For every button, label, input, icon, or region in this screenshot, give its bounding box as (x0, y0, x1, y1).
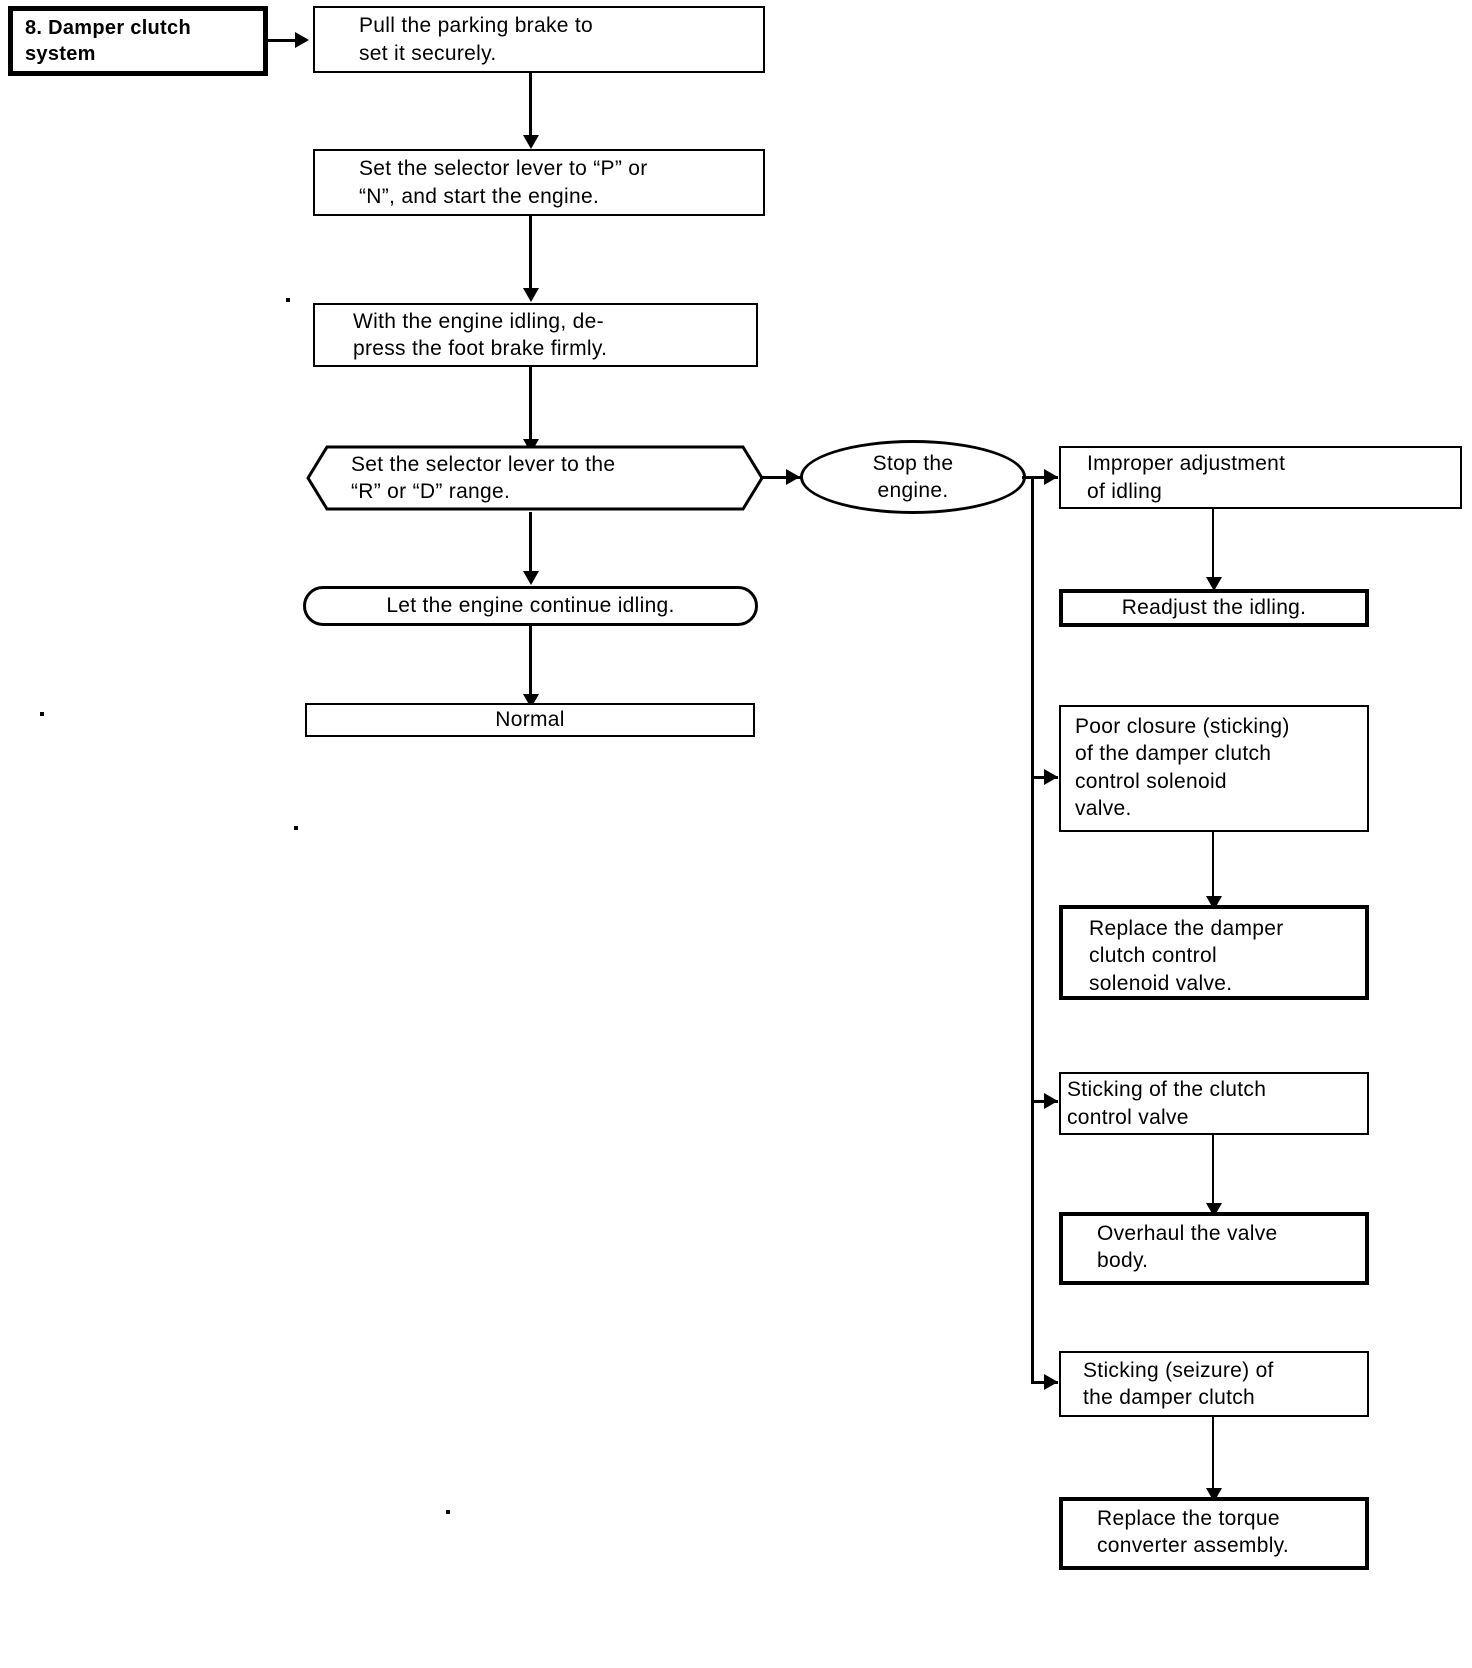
connector-cause3-to-remedy3 (1212, 1135, 1214, 1207)
connector-cause4-to-remedy4 (1212, 1417, 1214, 1492)
title-box-label: 8. Damper clutch system (25, 17, 191, 65)
arrowhead-cause1-to-remedy1 (1206, 577, 1222, 591)
scan-speck (286, 298, 290, 302)
step-selector-rd-hexagon: Set the selector lever to the “R” or “D”… (305, 444, 765, 512)
scan-speck (294, 826, 298, 830)
result-normal-box: Normal (305, 703, 755, 737)
step-pull-brake-label: Pull the parking brake to set it securel… (359, 14, 593, 65)
connector-step4-to-step5 (529, 512, 532, 575)
cause-improper-idle-label: Improper adjustment of idling (1087, 452, 1286, 503)
remedy-overhaul-valve-body-label: Overhaul the valve body. (1097, 1222, 1278, 1273)
step-selector-pn-label: Set the selector lever to “P” or “N”, an… (359, 157, 648, 208)
step-foot-brake-box: With the engine idling, de- press the fo… (313, 303, 758, 367)
step-selector-pn-box: Set the selector lever to “P” or “N”, an… (313, 149, 765, 216)
scan-speck (40, 712, 44, 716)
connector-step2-to-step3 (529, 216, 532, 292)
branch-bus-vertical (1031, 476, 1034, 1384)
remedy-overhaul-valve-body-box: Overhaul the valve body. (1059, 1212, 1369, 1285)
scan-speck (446, 1510, 450, 1514)
connector-cause2-to-remedy2 (1212, 832, 1214, 900)
arrowhead-step2-to-step3 (523, 288, 539, 302)
step-foot-brake-label: With the engine idling, de- press the fo… (353, 309, 608, 360)
arrowhead-branch-to-cause1 (1044, 469, 1058, 485)
step-pull-brake-box: Pull the parking brake to set it securel… (313, 6, 765, 73)
step-continue-idling-label: Let the engine continue idling. (386, 594, 675, 618)
connector-step1-to-step2 (529, 73, 532, 139)
remedy-replace-solenoid-box: Replace the damper clutch control soleno… (1059, 905, 1369, 1000)
connector-step3-to-step4 (529, 367, 532, 444)
arrowhead-branch-to-cause2 (1044, 769, 1058, 785)
arrowhead-step1-to-step2 (523, 135, 539, 149)
cause-poor-closure-label: Poor closure (sticking) of the damper cl… (1075, 715, 1290, 820)
result-normal-label: Normal (495, 708, 565, 732)
cause-sticking-control-valve-box: Sticking of the clutch control valve (1059, 1072, 1369, 1135)
remedy-readjust-idle-label: Readjust the idling. (1121, 596, 1307, 620)
arrowhead-step4-to-step5 (523, 571, 539, 585)
cause-poor-closure-box: Poor closure (sticking) of the damper cl… (1059, 705, 1369, 832)
connector-step5-to-normal (529, 626, 532, 698)
remedy-replace-solenoid-label: Replace the damper clutch control soleno… (1089, 917, 1284, 995)
arrowhead-title-to-step1 (295, 32, 309, 48)
arrowhead-branch-to-cause4 (1044, 1374, 1058, 1390)
remedy-replace-converter-label: Replace the torque converter assembly. (1097, 1507, 1290, 1558)
arrowhead-step4-to-stopengine (786, 469, 800, 485)
arrowhead-branch-to-cause3 (1044, 1093, 1058, 1109)
cause-sticking-damper-clutch-box: Sticking (seizure) of the damper clutch (1059, 1351, 1369, 1417)
remedy-readjust-idle-box: Readjust the idling. (1059, 589, 1369, 627)
title-box: 8. Damper clutch system (8, 6, 268, 76)
connector-step4-to-stopengine (760, 476, 804, 479)
connector-title-to-step1 (268, 39, 302, 42)
stop-engine-label: Stop the engine. (872, 451, 954, 502)
step-selector-rd-label: Set the selector lever to the “R” or “D”… (351, 452, 616, 503)
stop-engine-oval: Stop the engine. (800, 440, 1026, 514)
remedy-replace-converter-box: Replace the torque converter assembly. (1059, 1497, 1369, 1570)
cause-sticking-damper-clutch-label: Sticking (seizure) of the damper clutch (1083, 1358, 1274, 1409)
cause-improper-idle-box: Improper adjustment of idling (1059, 446, 1462, 509)
step-continue-idling-pill: Let the engine continue idling. (303, 586, 758, 626)
cause-sticking-control-valve-label: Sticking of the clutch control valve (1067, 1078, 1267, 1129)
connector-cause1-to-remedy1 (1212, 509, 1214, 581)
